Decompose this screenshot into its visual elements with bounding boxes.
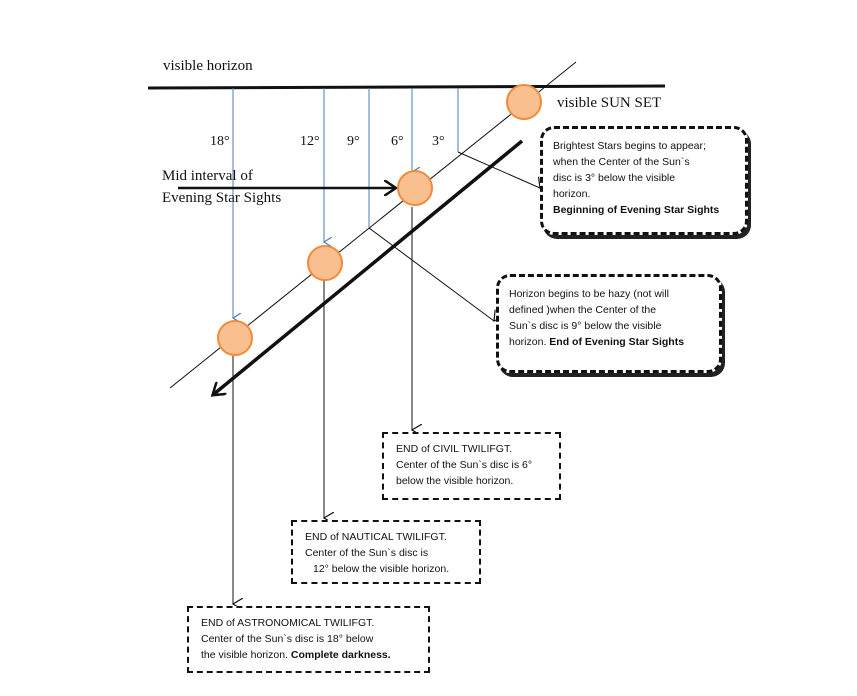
box-end-astronomical-twilight: END of ASTRONOMICAL TWILIFGT. Center of … <box>187 606 430 673</box>
callout-brightest-stars-line: Brightest Stars begins to appear; <box>553 140 706 152</box>
visible-sun-set-label: visible SUN SET <box>557 95 661 111</box>
sun-descent-arrow <box>214 139 524 394</box>
civil-line: below the visible horizon. <box>396 475 514 487</box>
nautical-line: END of NAUTICAL TWILIFGT. <box>305 531 447 543</box>
pointer-3deg <box>457 151 540 188</box>
degree-label-6: 6° <box>391 134 404 149</box>
callout-hazy-horizon-bold: End of Evening Star Sights <box>549 336 685 348</box>
astronomical-line: Center of the Sun`s disc is 18° below <box>201 633 374 645</box>
astronomical-plain: the visible horizon. <box>201 649 291 661</box>
mid-interval-label-line1: Mid interval of <box>162 168 253 184</box>
sun-visible-set <box>506 84 542 120</box>
visible-horizon-line <box>147 84 666 90</box>
callout-hazy-horizon-plain: horizon. <box>509 336 550 348</box>
civil-line: Center of the Sun`s disc is 6° <box>396 459 533 471</box>
mid-interval-label-line2: Evening Star Sights <box>162 190 281 206</box>
callout-hazy-horizon-line: Sun`s disc is 9° below the visible <box>509 320 662 332</box>
callout-hazy-horizon: Horizon begins to be hazy (not will defi… <box>496 274 722 373</box>
civil-line: END of CIVIL TWILIFGT. <box>396 443 513 455</box>
callout-hazy-horizon-last: horizon. End of Evening Star Sights <box>509 334 709 350</box>
nautical-line: 12° below the visible horizon. <box>313 563 450 575</box>
pointer-9deg <box>368 227 494 321</box>
callout-brightest-stars-line: disc is 3° below the visible <box>553 172 676 184</box>
callout-hazy-horizon-line: Horizon begins to be hazy (not will <box>509 288 669 300</box>
nautical-line: Center of the Sun`s disc is <box>305 547 429 559</box>
box-end-nautical-twilight: END of NAUTICAL TWILIFGT. Center of the … <box>291 520 481 584</box>
callout-brightest-stars: Brightest Stars begins to appear; when t… <box>540 126 748 235</box>
astronomical-line: END of ASTRONOMICAL TWILIFGT. <box>201 617 375 629</box>
callout-brightest-stars-line: horizon. <box>553 188 591 200</box>
astronomical-bold: Complete darkness. <box>290 649 391 661</box>
degree-label-18: 18° <box>210 134 230 149</box>
degree-label-12: 12° <box>300 134 320 149</box>
callout-hazy-horizon-line: defined )when the Center of the <box>509 304 657 316</box>
callout-brightest-stars-bold: Beginning of Evening Star Sights <box>553 204 720 216</box>
degree-label-9: 9° <box>347 134 360 149</box>
box-end-civil-twilight: END of CIVIL TWILIFGT. Center of the Sun… <box>382 432 561 500</box>
sun-6deg <box>397 170 433 206</box>
sun-18deg <box>217 320 253 356</box>
sun-12deg <box>307 245 343 281</box>
callout-brightest-stars-line: when the Center of the Sun`s <box>553 156 690 168</box>
degree-label-3: 3° <box>432 134 445 149</box>
astronomical-last: the visible horizon. Complete darkness. <box>201 647 416 663</box>
visible-horizon-label: visible horizon <box>163 58 253 74</box>
